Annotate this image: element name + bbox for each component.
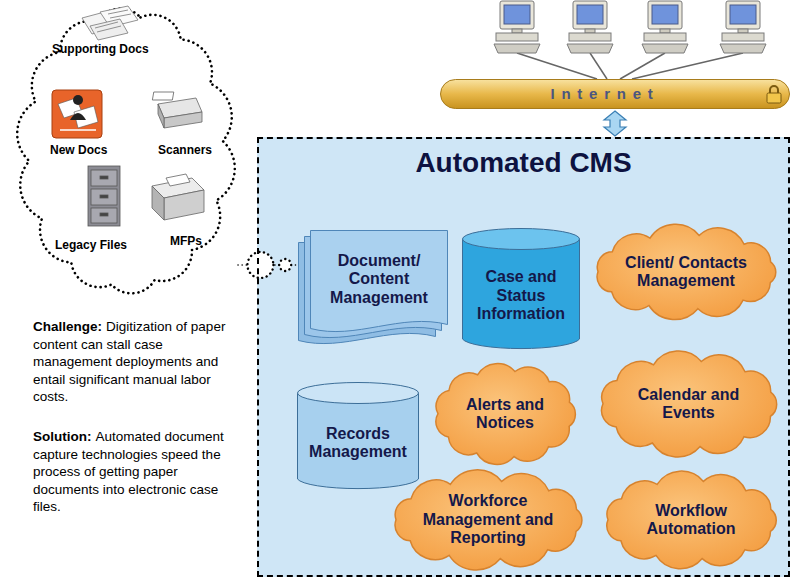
source-label: MFPs — [170, 234, 202, 248]
computer-icon — [720, 1, 766, 53]
text-area: Case and Status Information — [462, 228, 580, 350]
cloud-node: Client/ Contacts Management — [585, 222, 787, 322]
supporting-docs-icon — [82, 6, 138, 40]
source-label: Legacy Files — [55, 238, 127, 252]
source-label: New Docs — [50, 143, 107, 157]
text-area: Workflow Automation — [595, 468, 787, 572]
module-label: Workforce Management and Reporting — [405, 492, 571, 547]
connector-group — [238, 252, 297, 278]
module-label: Records Management — [301, 425, 415, 462]
text-area: Calendar and Events — [590, 348, 787, 460]
cylinder-body — [463, 239, 580, 349]
cloud-node: Workflow Automation — [595, 468, 787, 572]
thought-bubble — [247, 252, 273, 278]
database-cylinder: Case and Status Information — [462, 228, 580, 350]
computer-icon — [642, 1, 688, 53]
cylinder-body — [298, 393, 419, 489]
double-block-arrow — [604, 111, 626, 136]
source-label: Supporting Docs — [52, 42, 149, 56]
cms-background — [257, 137, 790, 577]
cylinder-top — [463, 229, 580, 250]
source-cloud: Supporting DocsNew Docs ScannersLegacy Fi… — [15, 2, 237, 300]
text-area: Records Management — [297, 382, 419, 490]
cloud-outline — [395, 470, 582, 570]
note-heading: Solution: — [33, 429, 91, 444]
source-label: Scanners — [158, 143, 212, 157]
new-docs-icon — [52, 90, 102, 138]
internet-band: Internet — [440, 79, 790, 109]
cylinder-top — [298, 383, 419, 404]
text-area: Internet — [440, 79, 790, 109]
network-wires — [517, 53, 743, 79]
text-area: Document/ Content Management — [298, 230, 448, 345]
document-page — [311, 231, 448, 332]
database-cylinder: Records Management — [297, 382, 419, 490]
box-heading: Automated CMS — [259, 147, 788, 179]
scanner-icon — [152, 92, 202, 128]
dotted-cloud-outline — [17, 9, 235, 294]
cloud-node: Calendar and Events — [590, 348, 787, 460]
computer-icon — [567, 1, 613, 53]
text-area: Alerts and Notices — [425, 358, 585, 470]
thought-bubble — [279, 259, 291, 271]
legacy-files-cabinet-icon — [88, 166, 120, 226]
system-boundary: Document/ Content Management Case and Sta… — [257, 137, 790, 577]
cloud-node: Alerts and Notices — [425, 358, 585, 470]
note-paragraph: Challenge:Digitization of paper content … — [33, 318, 238, 406]
document-stack: Document/ Content Management — [298, 230, 448, 345]
note-heading: Challenge: — [33, 319, 102, 334]
connector-group — [604, 111, 626, 136]
cloud-node: Workforce Management and Reporting — [383, 468, 593, 572]
text-area: Workforce Management and Reporting — [383, 468, 593, 572]
note-paragraph: Solution:Automated document capture tech… — [33, 428, 238, 516]
band-outline — [441, 80, 790, 109]
module-label: Client/ Contacts Management — [607, 254, 765, 291]
text-area: Client/ Contacts Management — [585, 222, 787, 322]
cloud-outline — [602, 351, 777, 457]
cloud-outline — [436, 364, 575, 465]
module-label: Alerts and Notices — [447, 396, 563, 433]
lock-icon — [767, 86, 781, 103]
module-label: Workflow Automation — [617, 502, 765, 539]
cloud-outline — [607, 471, 776, 569]
mfp-printer-icon — [152, 174, 204, 220]
cloud-outline — [597, 224, 776, 319]
module-label: Document/ Content Management — [316, 252, 442, 307]
module-label: Case and Status Information — [466, 268, 576, 323]
network-label: Internet — [550, 85, 659, 102]
module-label: Calendar and Events — [612, 386, 765, 423]
computer-icon — [494, 1, 540, 53]
node-outline — [298, 230, 448, 345]
